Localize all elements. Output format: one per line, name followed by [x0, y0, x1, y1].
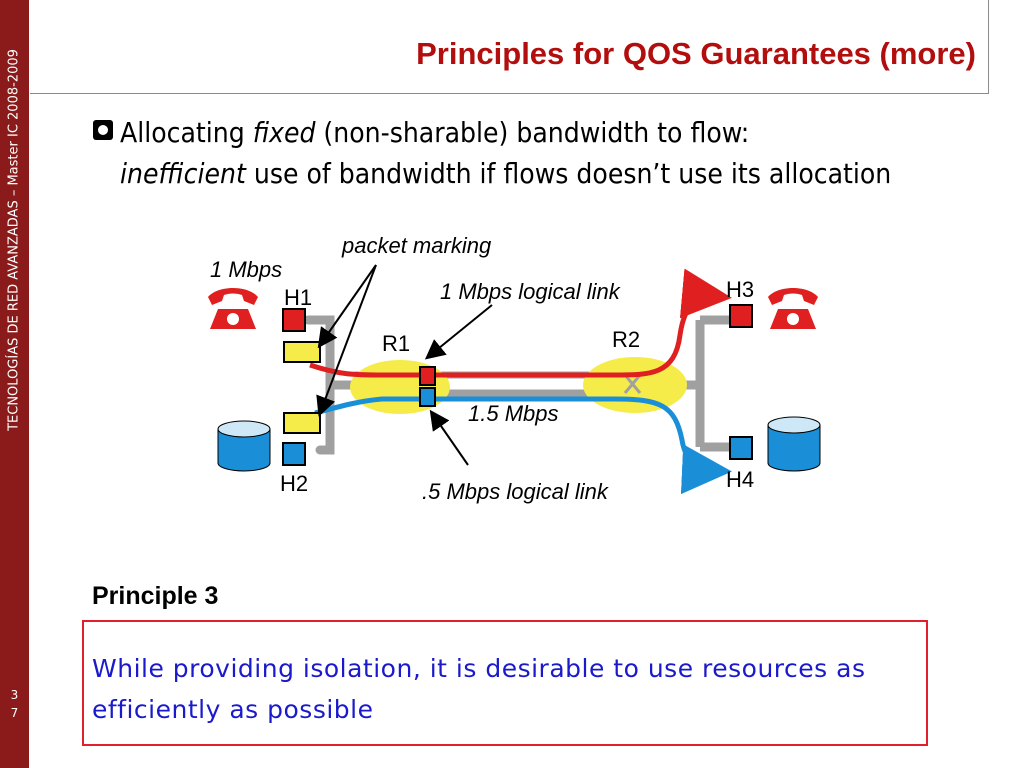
host-h2-node	[282, 442, 306, 466]
principle-label: Principle 3	[92, 582, 219, 610]
label-router-r2: R2	[612, 327, 640, 352]
slide-title: Principles for QOS Guarantees (more)	[416, 36, 976, 71]
bullet-fixed: fixed	[252, 116, 316, 149]
label-host-h3: H3	[726, 277, 754, 302]
label-packet-marking: packet marking	[341, 233, 492, 258]
circle-bullet-icon	[93, 120, 113, 140]
bullet-allocating: Allocating	[120, 116, 253, 149]
slide-number-digit-1: 3	[10, 688, 19, 702]
packet-marking-arrow	[316, 264, 377, 417]
label-router-r1: R1	[382, 331, 410, 356]
phone-icon	[768, 288, 818, 329]
phone-icon	[208, 288, 258, 329]
database-icon	[217, 420, 271, 472]
network-diagram: packet marking 1 Mbps 1 Mbps logical lin…	[208, 233, 821, 504]
title-frame: Principles for QOS Guarantees (more)	[30, 0, 989, 94]
label-logical-link-1: 1 Mbps logical link	[440, 279, 621, 304]
blue-flow	[314, 396, 732, 495]
logical-link-2-arrow	[429, 409, 469, 466]
principle-text: While providing isolation, it is desirab…	[92, 654, 866, 724]
r1-blue-queue	[419, 387, 436, 407]
router-r2-cross-icon	[623, 374, 642, 394]
slide-number-digit-2: 7	[10, 706, 19, 720]
label-host-h1: H1	[284, 285, 312, 310]
label-link-rate: 1.5 Mbps	[468, 401, 559, 426]
packet-marking-arrow	[317, 264, 377, 349]
bullet-text: Allocating fixed (non-sharable) bandwidt…	[120, 112, 940, 194]
sidebar-course-label: TECNOLOGÍAS DE RED AVANZADAS – Master IC…	[6, 49, 22, 431]
database-icon	[767, 416, 821, 472]
label-host-h2: H2	[280, 471, 308, 496]
host-h1-node	[282, 308, 306, 332]
logical-link-1-arrow	[424, 304, 493, 360]
h2-marker-box	[283, 412, 321, 434]
host-h3-node	[729, 304, 753, 328]
bullet-inefficient: inefficient	[120, 157, 246, 190]
principle-box: While providing isolation, it is desirab…	[82, 620, 928, 746]
host-h4-node	[729, 436, 753, 460]
label-logical-link-2: .5 Mbps logical link	[422, 479, 609, 504]
label-host-h4: H4	[726, 467, 754, 492]
h1-marker-box	[283, 341, 321, 363]
label-rate-1mbps: 1 Mbps	[210, 257, 282, 282]
bullet-rest-2: use of bandwidth if flows doesn’t use it…	[245, 157, 892, 190]
red-flow	[309, 268, 732, 378]
bullet-rest-1: (non-sharable) bandwidth to flow:	[315, 116, 750, 149]
sidebar: TECNOLOGÍAS DE RED AVANZADAS – Master IC…	[0, 0, 29, 768]
r1-red-queue	[419, 366, 436, 386]
